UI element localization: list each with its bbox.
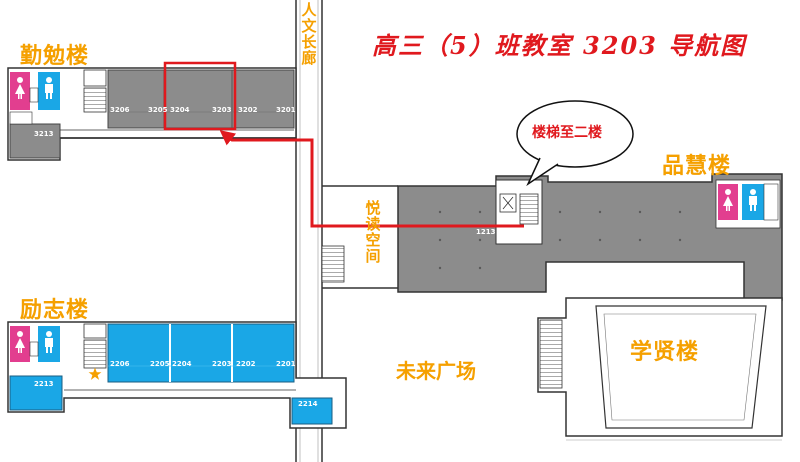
room-number: 2205 [150, 360, 170, 368]
room-number: 3213 [34, 130, 54, 138]
room-number: 2206 [110, 360, 130, 368]
room-number: 3204 [170, 106, 190, 114]
route-path [219, 130, 524, 228]
building-label-pinhui: 品慧楼 [662, 154, 732, 179]
male-restroom-icon [42, 330, 56, 354]
corridor-label-renwen: 人文长廊 [301, 1, 317, 67]
room-number: 3206 [110, 106, 130, 114]
female-restroom-icon [12, 76, 28, 100]
yueyue-space [321, 185, 398, 289]
room-number: 1213 [476, 228, 496, 236]
room-number: 3202 [238, 106, 258, 114]
room-number: 2201 [276, 360, 296, 368]
lizhi-building [7, 321, 347, 429]
building-label-lizhi: 励志楼 [20, 298, 90, 323]
corridor-label-yueyue: 悦读空间 [365, 199, 381, 265]
male-restroom-icon [42, 76, 56, 100]
room-number: 2202 [236, 360, 256, 368]
plaza-label: 未来广场 [396, 359, 476, 383]
room-number: 2214 [298, 400, 318, 408]
room-number: 2204 [172, 360, 192, 368]
building-label-qinmian: 勤勉楼 [20, 44, 90, 69]
room-number: 3205 [148, 106, 168, 114]
female-restroom-icon [12, 330, 28, 354]
room-number: 3201 [276, 106, 296, 114]
callout-bubble [516, 100, 634, 186]
target-room-highlight[interactable] [163, 61, 237, 131]
room-number: 3203 [212, 106, 232, 114]
female-restroom-icon [720, 188, 736, 212]
callout-text: 楼梯至二楼 [532, 125, 602, 141]
star-icon [88, 366, 102, 380]
room-number: 2203 [212, 360, 232, 368]
room-number: 2213 [34, 380, 54, 388]
map-title: 高三（5）班教室 3203 导航图 [372, 31, 747, 60]
male-restroom-icon [746, 188, 760, 212]
building-label-xuexian: 学贤楼 [630, 340, 700, 365]
xuexian-building [537, 297, 783, 441]
